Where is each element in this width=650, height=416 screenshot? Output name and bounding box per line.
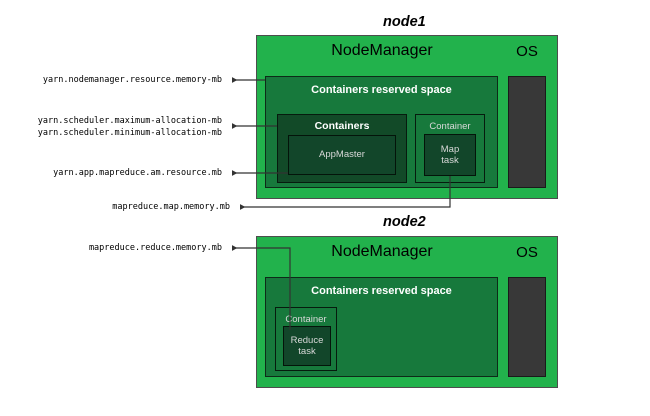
label-yarn-scheduler-maximum-allocation-mb: yarn.scheduler.maximum-allocation-mb [37,116,222,126]
node2-caption: node2 [383,214,426,230]
node2-os-title: OS [516,244,538,261]
node2-container-label: Container [285,314,327,325]
node1-nodemanager-title: NodeManager [331,42,433,59]
node1-caption: node1 [383,14,426,30]
node1-map-task-line1: Map [440,143,460,155]
node1-containers-group-label: Containers [314,120,370,132]
node1-os-title: OS [516,43,538,60]
node1-appmaster-label: AppMaster [319,149,365,161]
label-yarn-nodemanager-resource-memory-mb: yarn.nodemanager.resource.memory-mb [42,75,222,85]
node2-nodemanager-title: NodeManager [331,243,433,260]
label-yarn-app-mapreduce-am-resource-mb: yarn.app.mapreduce.am.resource.mb [53,168,222,178]
node2-reduce-task-line2: task [298,346,316,357]
node1-os-box [508,76,546,188]
node1-appmaster-box: AppMaster [288,135,396,175]
node1-map-task-line2: task [441,155,459,166]
label-yarn-scheduler-minimum-allocation-mb: yarn.scheduler.minimum-allocation-mb [37,128,222,138]
label-mapreduce-reduce-memory-mb: mapreduce.reduce.memory.mb [88,243,222,253]
node2-os-box [508,277,546,377]
node2-reduce-task-line1: Reduce [290,334,324,346]
node1-container-label: Container [429,121,471,132]
node1-reserved-space-label: Containers reserved space [311,84,452,96]
label-mapreduce-map-memory-mb: mapreduce.map.memory.mb [112,202,230,212]
node2-reserved-space-label: Containers reserved space [311,285,452,297]
